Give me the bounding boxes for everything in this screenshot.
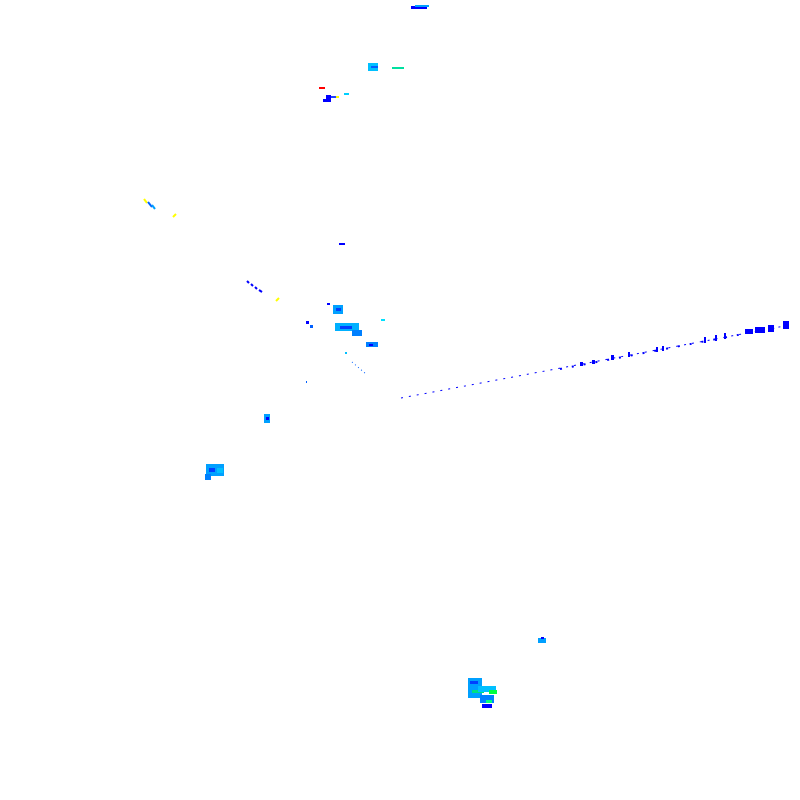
cluster-top bbox=[411, 5, 429, 9]
cluster-red-blue bbox=[319, 87, 349, 102]
mark-mid-left bbox=[264, 414, 270, 423]
streak-diagonal bbox=[246, 280, 280, 302]
line-perspective bbox=[400, 321, 791, 399]
cluster-bottom bbox=[468, 678, 497, 708]
cluster-center bbox=[306, 303, 385, 383]
cluster-left-dashes bbox=[143, 198, 177, 218]
mark-lower-right bbox=[538, 637, 546, 643]
mark-small bbox=[339, 243, 345, 245]
cluster-upper-cyan bbox=[368, 63, 404, 71]
cluster-left bbox=[205, 464, 224, 480]
